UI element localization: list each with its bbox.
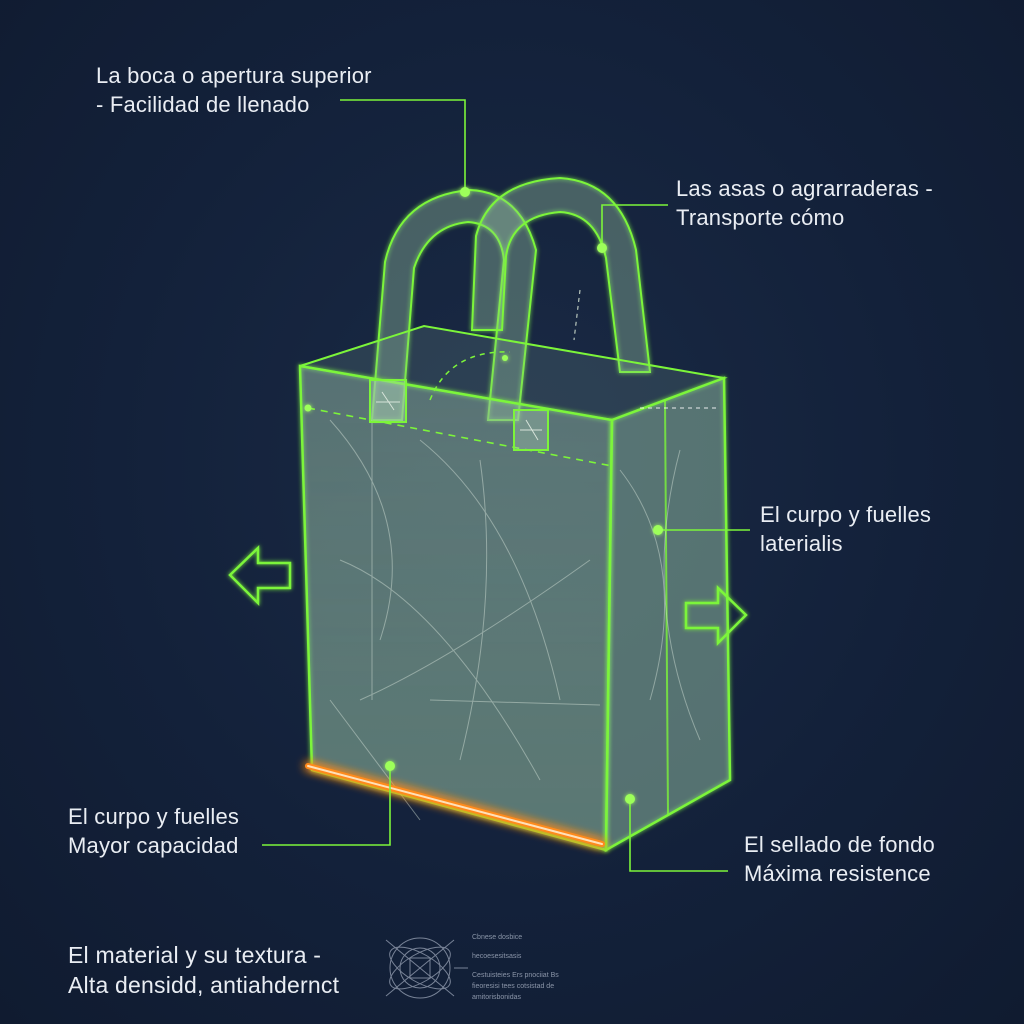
footnote-line: Cbnese dosbice bbox=[472, 934, 523, 941]
front-handle bbox=[470, 176, 652, 373]
footnote-line: Cestuisteies Ers pnociiat Bs bbox=[472, 972, 559, 979]
callout-body-right-title: El curpo y fuelles bbox=[760, 502, 932, 527]
handle-attachments bbox=[369, 379, 549, 451]
arrow-right-icon bbox=[684, 585, 748, 647]
callout-body-left-benefit: Mayor capacidad bbox=[68, 833, 239, 858]
leader-handles bbox=[601, 204, 668, 246]
handles bbox=[370, 176, 652, 421]
callout-handles-benefit: Transporte cómo bbox=[676, 205, 845, 230]
arrow-left-icon bbox=[228, 545, 292, 607]
callout-body-right-benefit: laterialis bbox=[760, 531, 843, 556]
callout-top-opening-title: La boca o apertura superior bbox=[96, 63, 372, 88]
leader-capacity bbox=[262, 766, 391, 846]
callout-top-opening-benefit: - Facilidad de llenado bbox=[96, 92, 310, 117]
callout-material-title: El material y su textura - bbox=[68, 942, 322, 968]
technical-emblem-icon bbox=[385, 937, 468, 999]
bag-body bbox=[298, 289, 732, 853]
technical-footnote: Cbnese dosbice hecoesesitsasis Cestuiste… bbox=[472, 932, 559, 1003]
callout-body-gussets-right: El curpo y fuelles laterialis bbox=[760, 500, 931, 558]
callout-handles: Las asas o agrarraderas - Transporte cóm… bbox=[676, 174, 933, 232]
leader-top bbox=[340, 99, 466, 190]
callout-dots bbox=[304, 187, 663, 804]
callout-material-benefit: Alta densidd, antiahdernct bbox=[68, 972, 340, 998]
callout-bottom-seal: El sellado de fondo Máxima resistence bbox=[744, 830, 935, 888]
callout-material: El material y su textura - Alta densidd,… bbox=[68, 940, 339, 1000]
footnote-line: hecoesesitsasis bbox=[472, 953, 522, 960]
callout-body-gussets-left: El curpo y fuelles Mayor capacidad bbox=[68, 802, 239, 860]
callout-body-left-title: El curpo y fuelles bbox=[68, 804, 240, 829]
leader-seal bbox=[629, 800, 728, 872]
footnote-line: amitorisbonidas bbox=[472, 994, 522, 1001]
callout-seal-benefit: Máxima resistence bbox=[744, 861, 931, 886]
callout-seal-title: El sellado de fondo bbox=[744, 832, 935, 857]
footnote-line: fieoresisi tees cotsistad de bbox=[472, 983, 555, 990]
callout-top-opening: La boca o apertura superior - Facilidad … bbox=[96, 61, 372, 119]
callout-leaders bbox=[262, 99, 750, 872]
callout-handles-title: Las asas o agrarraderas - bbox=[676, 176, 933, 201]
side-gusset bbox=[604, 376, 732, 853]
back-handle bbox=[370, 188, 538, 421]
